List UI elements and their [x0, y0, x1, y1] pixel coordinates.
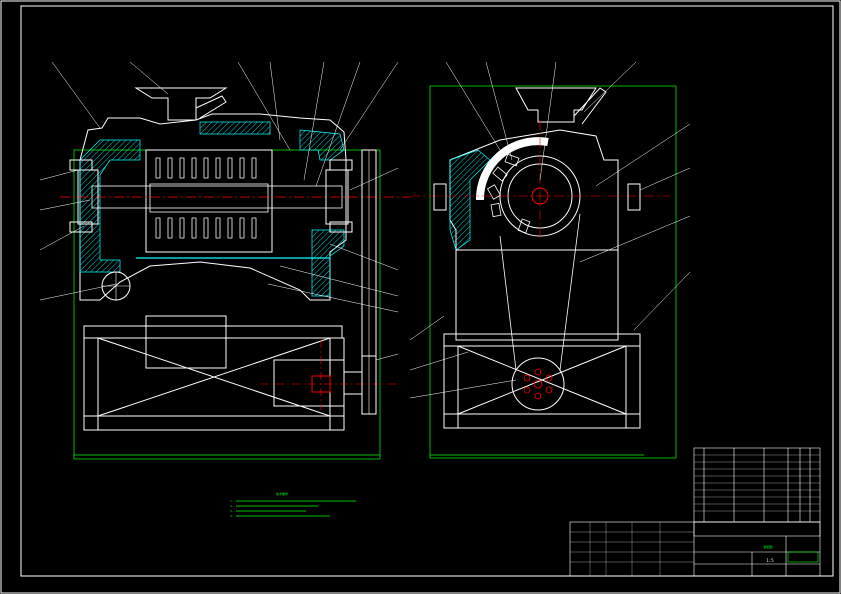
drawing-scale: 1:5 [766, 558, 774, 563]
title-block: 装配图 1:5 [569, 521, 821, 577]
side-leader-lines [409, 61, 691, 399]
side-left-section [449, 149, 491, 251]
front-base-brace-b [97, 337, 331, 417]
side-rotor-arc [475, 137, 549, 201]
rotor-disc-band [149, 183, 269, 213]
rotor-chamber [145, 149, 273, 253]
front-leader-lines [39, 61, 399, 361]
front-view-dimension-frame [73, 149, 381, 460]
right-bearing-cap-bottom [329, 221, 353, 233]
tech-notes-lines [236, 500, 356, 517]
side-view-dimension-frame [429, 85, 677, 459]
right-bearing-cap-top [329, 159, 353, 171]
hammer-blades-upper [155, 157, 257, 179]
inner-sheet-frame [20, 5, 834, 577]
belt-left [499, 235, 517, 371]
title-block-accent-box [787, 551, 819, 563]
front-right-wall-section [299, 129, 345, 161]
tech-notes: 技术要求 1. 2. 3. 4. [230, 491, 356, 518]
front-hopper [134, 87, 228, 121]
tech-note-4-number: 4. [230, 514, 234, 518]
front-base-top-beam [83, 325, 343, 339]
front-feed-chute [195, 95, 227, 119]
side-base-top-beam [443, 333, 641, 347]
parts-list-rows [694, 454, 820, 512]
hammer-blades-lower [155, 217, 257, 239]
side-base-brace-b [457, 345, 627, 415]
front-base-block [145, 315, 227, 369]
side-motor-pulley [511, 357, 565, 411]
front-base-bottom-beam [83, 415, 345, 431]
side-left-bolt [433, 183, 447, 211]
parts-list-header [693, 521, 821, 537]
side-rotor-arc-inner [485, 146, 549, 201]
side-view [409, 61, 691, 459]
side-base-left-leg [443, 345, 459, 429]
tech-notes-heading: 技术要求 [276, 491, 288, 496]
motor-shaft-end [343, 371, 363, 395]
side-motor-pulley-holes [523, 368, 553, 400]
left-bearing-cap-bottom [69, 221, 93, 233]
title-block-left-grid [570, 522, 694, 576]
tech-note-1-number: 1. [230, 499, 234, 503]
motor-pulley [361, 355, 377, 415]
side-hopper [515, 87, 597, 123]
front-right-lower-section [311, 229, 345, 297]
front-left-wall-section [79, 139, 141, 273]
tech-note-3-number: 3. [230, 509, 234, 513]
tech-note-2-number: 2. [230, 504, 234, 508]
drawing-name: 装配图 [763, 544, 772, 549]
motor-body [273, 359, 345, 407]
side-right-bolt [627, 183, 641, 211]
side-feed-chute [573, 87, 607, 125]
belt-right [559, 213, 581, 371]
side-base-bottom-beam [443, 413, 641, 429]
parts-list-table [693, 447, 821, 537]
side-base-right-leg [625, 345, 641, 429]
front-top-duct-section [199, 121, 271, 135]
left-bearing-cap-top [69, 159, 93, 171]
front-section-view [39, 61, 410, 460]
side-lower-body [455, 249, 619, 341]
